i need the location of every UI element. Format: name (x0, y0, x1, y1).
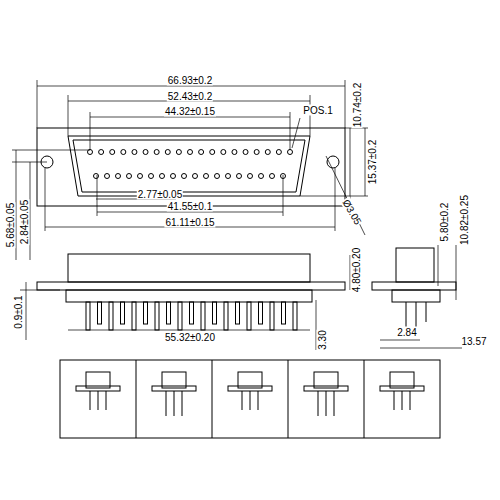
dimension-label: 2.84±0.05 (19, 199, 30, 245)
dimension-label: 10.82±0.25 (459, 194, 470, 246)
insulator-end (392, 290, 440, 302)
dimension-label: 2.77±0.05 (137, 189, 183, 200)
shell-inner (73, 140, 305, 192)
photo-frame (60, 360, 440, 438)
dimension-label: 5.68±0.05 (5, 202, 16, 248)
shell-end (396, 248, 434, 282)
pin-holes (88, 150, 293, 179)
dimension-label: 61.11±0.15 (164, 217, 215, 228)
dimension-label: 5.80±0.2 (439, 202, 450, 243)
dimension-label: 13.57 (460, 336, 487, 347)
shell (68, 136, 310, 196)
dimension-label: 0.9±0.1 (13, 294, 24, 329)
dimension-label: 3.30 (317, 329, 328, 350)
dimension-label: 52.43±0.2 (167, 91, 213, 102)
flange (37, 128, 345, 206)
dimension-lines (12, 80, 462, 350)
photo-strip (60, 360, 440, 438)
dimension-label: Ø3.05 (340, 197, 364, 228)
front-view (37, 128, 345, 206)
side-view (37, 254, 345, 330)
flange-side (37, 282, 345, 290)
end-view (372, 248, 456, 330)
dimension-label: 55.32±0.20 (164, 332, 216, 343)
dimension-label: POS.1 (302, 105, 333, 116)
dimension-label: 44.32±0.15 (164, 106, 216, 117)
dimension-label: 4.80±0.20 (351, 247, 362, 293)
shell-side (68, 254, 310, 282)
variant-views (76, 360, 424, 438)
insulator-side (66, 290, 312, 302)
dimension-label: 41.55±0.1 (167, 201, 213, 212)
dimension-label: 10.74±0.2 (352, 82, 363, 128)
pin-tails (86, 302, 297, 330)
dimension-label: 2.84 (396, 327, 417, 338)
dimension-label: 15.37±0.2 (367, 139, 378, 185)
dimension-label: 66.93±0.2 (167, 75, 213, 86)
flange-end (372, 282, 456, 290)
